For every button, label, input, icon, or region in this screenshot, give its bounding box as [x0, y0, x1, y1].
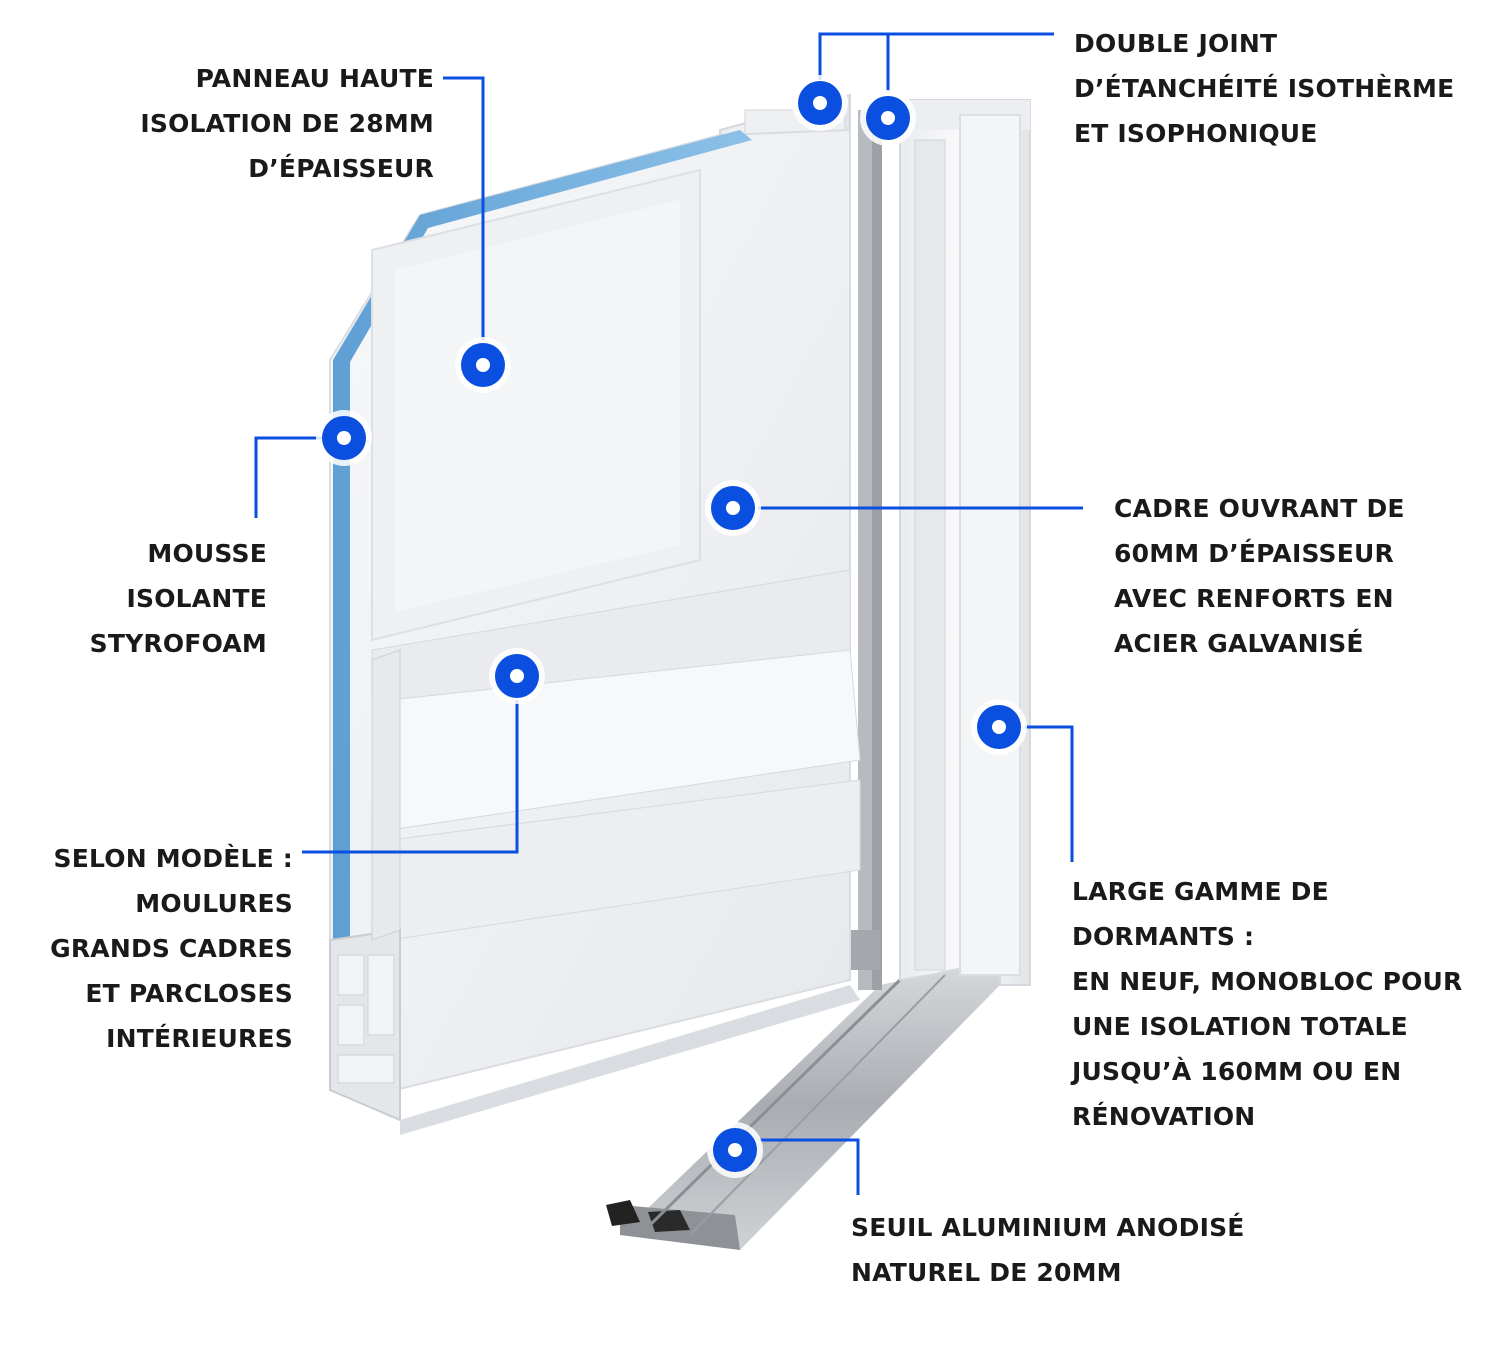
callout-seuil-line-1: SEUIL ALUMINIUM ANODISÉ: [851, 1213, 1245, 1242]
callout-double-line-2: D’ÉTANCHÉITÉ ISOTHÈRME: [1074, 74, 1455, 103]
callout-cadre-line-3: AVEC RENFORTS EN: [1114, 584, 1394, 613]
leader-mousse: [254, 436, 322, 518]
hotspots: [316, 75, 1027, 1178]
callout-double: DOUBLE JOINT D’ÉTANCHÉITÉ ISOTHÈRME ET I…: [1074, 21, 1454, 156]
hotspot-double-left[interactable]: [792, 75, 848, 131]
callout-selon-line-3: GRANDS CADRES: [50, 934, 293, 963]
leader-large: [1025, 725, 1074, 862]
insulated-panel: [329, 128, 861, 1135]
callout-double-line-3: ET ISOPHONIQUE: [1074, 119, 1318, 148]
leader-seuil: [760, 1138, 860, 1195]
hotspot-double-right[interactable]: [860, 90, 916, 146]
callout-mousse: MOUSSE ISOLANTE STYROFOAM: [90, 531, 267, 666]
aluminium-sill: [606, 960, 1000, 1250]
callout-selon: SELON MODÈLE : MOULURES GRANDS CADRES ET…: [50, 836, 293, 1061]
callout-panneau: PANNEAU HAUTE ISOLATION DE 28MM D’ÉPAISS…: [140, 56, 434, 191]
hotspot-seuil[interactable]: [707, 1122, 763, 1178]
callout-large-line-4: UNE ISOLATION TOTALE: [1072, 1012, 1408, 1041]
leader-lines: [254, 32, 1083, 1195]
leader-panneau: [443, 76, 485, 340]
callout-large: LARGE GAMME DE DORMANTS : EN NEUF, MONOB…: [1072, 869, 1463, 1139]
hotspot-selon[interactable]: [489, 648, 545, 704]
callout-large-line-1: LARGE GAMME DE: [1072, 877, 1329, 906]
callout-seuil-line-2: NATUREL DE 20MM: [851, 1258, 1122, 1287]
callout-large-line-5: JUSQU’À 160MM OU EN: [1072, 1057, 1402, 1086]
callout-large-line-6: RÉNOVATION: [1072, 1102, 1256, 1131]
callout-mousse-line-1: MOUSSE: [147, 539, 267, 568]
callout-panneau-line-3: D’ÉPAISSEUR: [248, 154, 434, 183]
callout-panneau-line-1: PANNEAU HAUTE: [195, 64, 434, 93]
leader-double: [818, 32, 1054, 80]
callout-mousse-line-3: STYROFOAM: [89, 629, 267, 658]
callout-cadre-line-4: ACIER GALVANISÉ: [1114, 629, 1364, 658]
hotspot-cadre[interactable]: [705, 480, 761, 536]
callout-double-line-1: DOUBLE JOINT: [1074, 29, 1278, 58]
hotspot-panneau[interactable]: [455, 337, 511, 393]
hotspot-mousse[interactable]: [316, 410, 372, 466]
callout-cadre-line-2: 60MM D’ÉPAISSEUR: [1114, 539, 1394, 568]
callout-large-line-2: DORMANTS :: [1072, 922, 1255, 951]
callout-panneau-line-2: ISOLATION DE 28MM: [140, 109, 434, 138]
callout-seuil: SEUIL ALUMINIUM ANODISÉ NATUREL DE 20MM: [851, 1205, 1245, 1295]
callout-mousse-line-2: ISOLANTE: [126, 584, 267, 613]
fixed-frame: [899, 99, 1031, 986]
callout-selon-line-4: ET PARCLOSES: [85, 979, 293, 1008]
hotspot-large[interactable]: [971, 699, 1027, 755]
callout-large-line-3: EN NEUF, MONOBLOC POUR: [1072, 967, 1463, 996]
callout-cadre-line-1: CADRE OUVRANT DE: [1114, 494, 1405, 523]
callout-cadre: CADRE OUVRANT DE 60MM D’ÉPAISSEUR AVEC R…: [1114, 486, 1405, 666]
callout-selon-line-1: SELON MODÈLE :: [53, 844, 293, 873]
gasket-rebate: [850, 110, 882, 990]
leader-selon: [302, 700, 519, 854]
door-artwork: [329, 93, 1031, 1250]
callout-selon-line-2: MOULURES: [135, 889, 293, 918]
callout-selon-line-5: INTÉRIEURES: [106, 1024, 293, 1053]
